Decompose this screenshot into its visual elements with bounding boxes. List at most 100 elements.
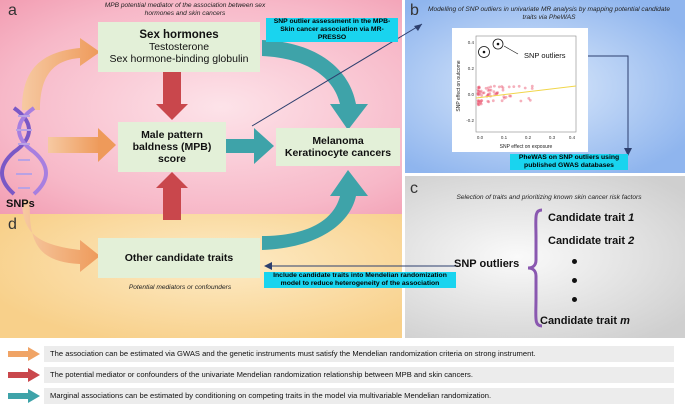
other-traits-box: Other candidate traits — [98, 238, 260, 278]
scatter-point — [477, 99, 481, 103]
panel-letter-a: a — [8, 2, 17, 19]
candidate-trait-1-index: 1 — [628, 212, 635, 224]
scatter-point — [477, 99, 480, 103]
scatter-point — [477, 93, 480, 97]
scatter-point — [477, 89, 481, 93]
legend-row-3: Marginal associations can be estimated b… — [44, 388, 674, 404]
scatter-point — [497, 85, 501, 89]
keratinocyte-label: Keratinocyte cancers — [284, 147, 392, 159]
scatter-point — [476, 86, 480, 89]
teal-arrow-mid-shaft — [224, 139, 256, 153]
panel-a-caption: MPB potential mediator of the associatio… — [104, 2, 266, 17]
scatter-point — [495, 92, 498, 96]
scatter-point — [509, 94, 513, 98]
scatter-point — [530, 87, 534, 90]
mr-presso-annotation: SNP outlier assessment in the MPB-Skin c… — [266, 18, 398, 42]
mpb-score-box: Male pattern baldness (MPB) score — [118, 122, 226, 172]
red-arrow-top-shaft — [163, 72, 181, 108]
scatter-point — [477, 86, 481, 89]
legend-arrow-teal — [8, 389, 40, 403]
sex-hormones-title: Sex hormones — [139, 29, 219, 41]
scatter-point — [476, 99, 480, 102]
legend-arrow-red — [8, 368, 40, 382]
scatter-point — [477, 103, 481, 106]
ellipsis-dot-2 — [572, 278, 577, 283]
orange-arrow-mid-shaft — [48, 137, 100, 153]
scatter-point — [491, 99, 495, 103]
panel-b-title: Modelling of SNP outliers in univariate … — [427, 6, 671, 21]
teal-arrow-top — [262, 40, 368, 130]
scatter-point — [530, 84, 534, 88]
scatter-point — [501, 88, 505, 92]
scatter-point — [502, 96, 506, 100]
scatter-point — [496, 91, 500, 95]
scatter-point — [500, 99, 504, 103]
scatter-point — [486, 99, 490, 103]
teal-arrow-bottom — [262, 170, 368, 250]
skin-cancer-box: Melanoma Keratinocyte cancers — [276, 128, 400, 166]
scatter-point — [489, 85, 493, 89]
x-tick-1: 0.1 — [501, 135, 508, 140]
y-tick-1: 0.2 — [468, 66, 475, 71]
scatter-point — [476, 92, 480, 95]
scatter-point — [504, 95, 508, 99]
scatter-outlier-label: SNP outliers — [524, 51, 566, 60]
mpb-line3: score — [157, 153, 187, 165]
scatter-point — [482, 91, 486, 95]
scatter-point — [488, 92, 492, 95]
scatter-point — [487, 86, 490, 90]
scatter-point — [501, 86, 505, 90]
other-traits-title: Other candidate traits — [124, 252, 234, 264]
scatter-xlabel: SNP effect on exposure — [500, 144, 553, 150]
candidate-trait-m-index: m — [620, 315, 630, 327]
candidate-trait-2-name: Candidate trait — [548, 235, 629, 247]
dna-helix-icon — [0, 106, 48, 196]
red-arrow-bottom-shaft — [163, 184, 181, 220]
scatter-point — [477, 90, 480, 93]
scatter-point — [493, 93, 497, 96]
scatter-point — [479, 101, 482, 105]
testosterone-label: Testosterone — [148, 41, 210, 53]
scatter-point — [519, 99, 523, 103]
red-arrow-bottom-head — [156, 172, 188, 188]
scatter-point — [486, 89, 490, 92]
x-tick-0: 0.0 — [477, 135, 484, 140]
scatter-point — [487, 92, 490, 96]
snps-label: SNPs — [6, 198, 35, 210]
scatter-point — [502, 95, 506, 98]
scatter-ylabel: SNP effect on outcome — [456, 60, 462, 111]
x-tick-4: 0.4 — [569, 135, 576, 140]
scatter-point — [480, 94, 483, 97]
legend-row-2: The potential mediator or confounders of… — [44, 367, 674, 383]
orange-arrow-top — [22, 38, 100, 110]
scatter-point — [484, 86, 488, 90]
candidate-trait-m-name: Candidate trait — [540, 315, 621, 327]
scatter-point — [476, 92, 480, 95]
scatter-point — [500, 85, 504, 88]
panel-c-title: Selection of traits and prioritizing kno… — [456, 194, 642, 201]
candidate-trait-2-index: 2 — [628, 235, 635, 247]
scatter-point — [488, 88, 491, 92]
scatter-point — [489, 88, 493, 92]
shbg-label: Sex hormone-binding globulin — [109, 53, 249, 65]
scatter-point — [476, 101, 480, 105]
scatter-point — [495, 92, 498, 95]
teal-arrow-mid-head — [254, 128, 274, 164]
scatter-point — [486, 93, 490, 97]
scatter-point — [477, 85, 481, 89]
outlier-marker-2 — [492, 38, 504, 50]
scatter-point — [479, 100, 482, 104]
ellipsis-dot-1 — [572, 259, 577, 264]
mpb-line2: baldness (MPB) — [132, 141, 212, 153]
ellipsis-dot-3 — [572, 297, 577, 302]
panel-letter-c: c — [410, 180, 418, 197]
candidate-trait-1-name: Candidate trait — [548, 212, 629, 224]
mpb-line1: Male pattern — [141, 129, 203, 141]
scatter-point — [476, 88, 480, 92]
y-tick-2: 0.0 — [468, 92, 475, 97]
panel-c-outlier-label: SNP outliers — [454, 258, 520, 270]
scatter-points — [476, 84, 534, 107]
melanoma-label: Melanoma — [312, 135, 364, 147]
include-traits-annotation: Include candidate traits into Mendelian … — [264, 272, 456, 288]
panel-d-caption: Potential mediators or confounders — [128, 284, 232, 291]
